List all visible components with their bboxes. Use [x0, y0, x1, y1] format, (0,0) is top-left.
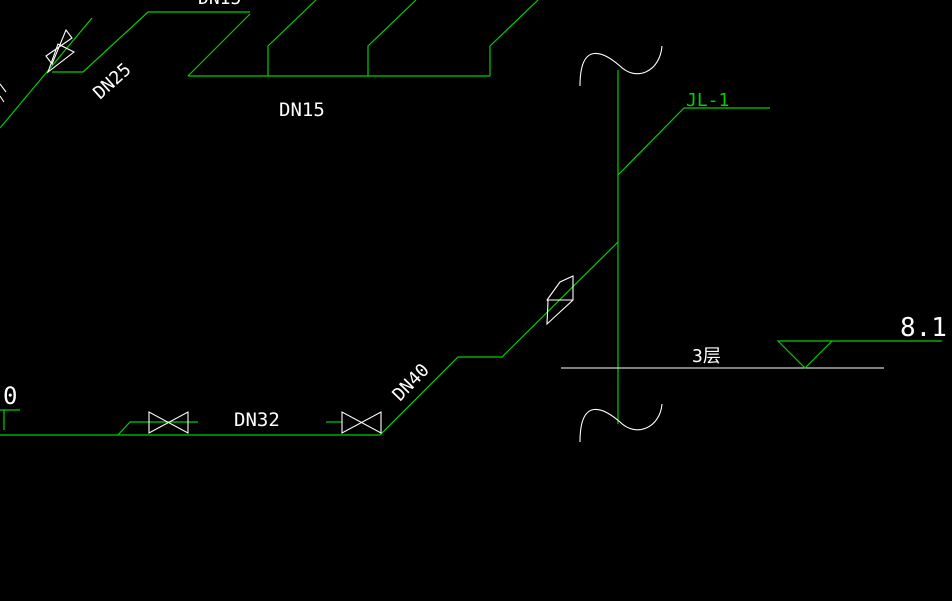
- valve-upper-left: [45, 28, 76, 74]
- label-edge-zero: 0: [3, 382, 17, 410]
- dn15-riser-left: [187, 13, 251, 77]
- gate-valve-1: [148, 411, 189, 434]
- left-stub-pipe: [0, 409, 20, 430]
- break-mark-top: [579, 45, 663, 87]
- dn15-riser-2: [367, 0, 417, 76]
- dn15-riser-1: [267, 0, 317, 76]
- gate-valve-2: [341, 411, 382, 434]
- label-jl1: JL-1: [686, 90, 729, 111]
- dn15-riser-3: [489, 0, 539, 76]
- gate-valve-3: [546, 275, 574, 326]
- label-dn15-top: DN15: [198, 0, 241, 9]
- elevation-marker: [776, 340, 942, 369]
- upper-left-branch-pipes: [0, 0, 539, 129]
- label-floor: 3层: [692, 346, 721, 367]
- break-mark-bottom: [579, 403, 663, 443]
- dn32-offset-pipe: [117, 421, 198, 436]
- branch-dn25-pipe: [0, 17, 93, 129]
- branch-top-run-pipe: [52, 11, 250, 73]
- label-dn15: DN15: [279, 99, 325, 121]
- leader-stub-left: [0, 83, 7, 103]
- label-dn32: DN32: [234, 409, 280, 431]
- label-elevation: 8.1: [900, 313, 947, 343]
- jl1-branch-pipe: [617, 107, 770, 176]
